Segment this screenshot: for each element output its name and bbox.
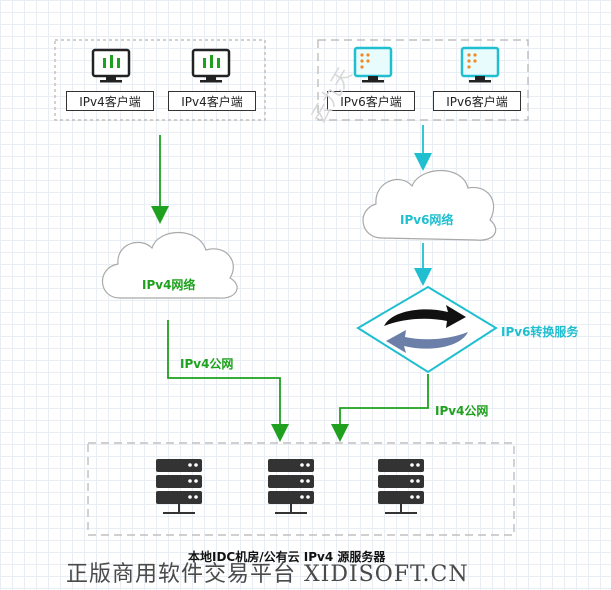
- ipv6-network-label: IPv6网络: [400, 213, 454, 227]
- server-icon: [378, 459, 424, 514]
- bottom-watermark: 正版商用软件交易平台 XIDISOFT.CN: [66, 562, 469, 587]
- ipv4-network-label: IPv4网络: [142, 278, 196, 292]
- ipv6-monitor-icon: [460, 46, 500, 83]
- ipv6-client-label: IPv6客户端: [327, 91, 415, 111]
- ipv4-client-label: IPv4客户端: [168, 91, 256, 111]
- server-icon: [156, 459, 202, 514]
- ipv6-client-label: IPv6客户端: [433, 91, 521, 111]
- ipv6-cloud-icon: [362, 169, 497, 241]
- server-icon: [268, 459, 314, 514]
- server-caption: 本地IDC机房/公有云 IPv4 源服务器: [188, 550, 386, 564]
- ipv4-cloud-icon: [101, 231, 238, 299]
- ipv4-monitor-icon: [191, 48, 231, 83]
- conversion-service-label: IPv6转换服务: [501, 325, 579, 339]
- ipv4-public-right-label: IPv4公网: [435, 404, 489, 418]
- ipv4-monitor-icon: [91, 48, 131, 83]
- ipv4-client-group-box: [54, 39, 266, 121]
- conversion-service-diamond: [356, 285, 498, 374]
- swap-arrows-icon: [384, 305, 468, 353]
- ipv4-public-right-line: [331, 374, 429, 442]
- ipv4-client-label: IPv4客户端: [66, 91, 154, 111]
- server-group-box: [87, 442, 515, 536]
- ipv4-public-left-label: IPv4公网: [180, 357, 234, 371]
- ipv4-public-left-line: [167, 320, 289, 442]
- ipv6-monitor-icon: [353, 46, 393, 83]
- ipv6-client-group-box: [317, 39, 529, 121]
